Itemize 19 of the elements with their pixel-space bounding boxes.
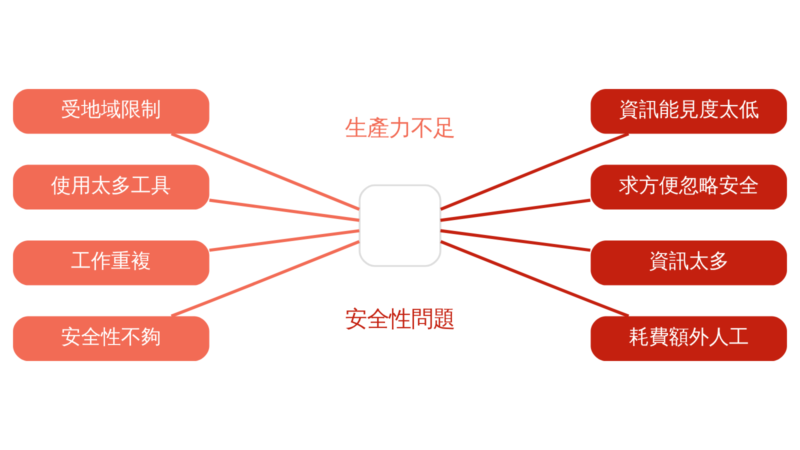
connector	[170, 240, 360, 318]
node-box: 工作重複	[13, 240, 210, 286]
node-box	[358, 184, 442, 267]
node-box: 使用太多工具	[13, 164, 210, 210]
label: 生產力不足	[345, 115, 455, 142]
node-box: 受地域限制	[13, 88, 210, 134]
label: 安全性問題	[345, 306, 455, 333]
connector	[209, 229, 360, 252]
connector	[440, 198, 591, 222]
connector	[440, 240, 630, 318]
node-box: 資訊能見度太低	[590, 88, 787, 134]
node-box: 安全性不夠	[13, 316, 210, 362]
node-box: 耗費額外人工	[590, 316, 787, 362]
connector	[170, 132, 360, 211]
connector	[440, 132, 630, 211]
connector	[440, 229, 591, 252]
node-box: 資訊太多	[590, 240, 787, 286]
node-box: 求方便忽略安全	[590, 164, 787, 210]
connector	[209, 198, 360, 222]
